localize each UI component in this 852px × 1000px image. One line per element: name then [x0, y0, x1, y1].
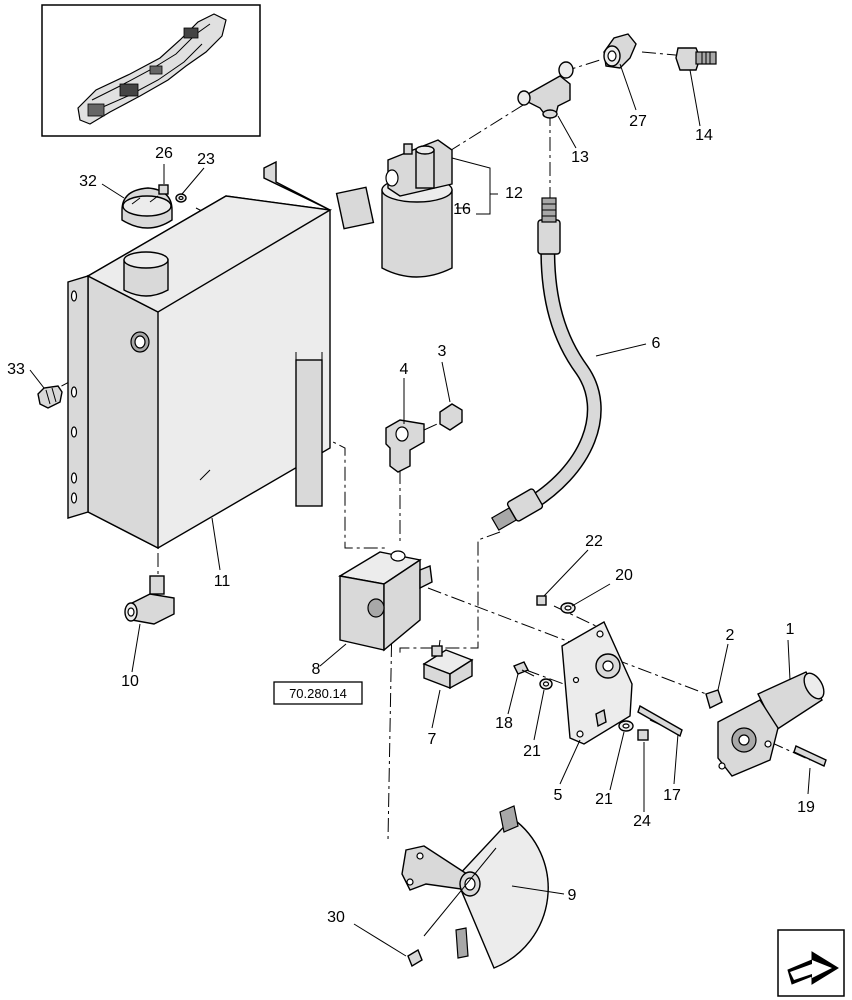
tee-fitting-4 [385, 419, 425, 473]
pin-30 [407, 948, 423, 968]
callout-26: 26 [155, 145, 173, 162]
sector-9 [401, 805, 549, 969]
callout-23: 23 [197, 151, 215, 168]
callout-12: 12 [505, 185, 523, 202]
bolt-19 [793, 745, 827, 767]
callout-6: 6 [652, 335, 661, 352]
callout-13: 13 [571, 149, 589, 166]
arrow-icon[interactable] [777, 929, 845, 997]
callout-5: 5 [554, 787, 563, 804]
callout-10: 10 [121, 673, 139, 690]
nut-24 [637, 729, 649, 741]
callout-24: 24 [633, 813, 651, 830]
callout-22: 22 [585, 533, 603, 550]
washer-21-upper [539, 678, 553, 690]
callout-20: 20 [615, 567, 633, 584]
bolt-18 [513, 661, 535, 677]
motor-1 [717, 671, 825, 777]
nut-26 [158, 184, 169, 195]
callout-11: 11 [214, 573, 231, 590]
solenoid-7 [422, 645, 474, 690]
filler-cap [121, 187, 173, 297]
tee-fitting-13 [517, 61, 574, 119]
machine-locator-icon [41, 4, 261, 137]
plug-33 [37, 385, 63, 409]
callout-9: 9 [568, 887, 577, 904]
bracket-5 [561, 621, 633, 745]
callout-7: 7 [428, 731, 437, 748]
callout-32: 32 [79, 173, 97, 190]
callout-30: 30 [327, 909, 345, 926]
callout-21-lower: 21 [595, 791, 613, 808]
washer-23 [175, 193, 187, 203]
washer-21-lower [618, 720, 634, 732]
callout-14: 14 [695, 127, 713, 144]
callout-19: 19 [797, 799, 815, 816]
callout-8: 8 [312, 661, 321, 678]
callout-21-upper: 21 [523, 743, 541, 760]
reference-label: 70.280.14 [289, 686, 347, 701]
elbow-27 [603, 33, 637, 69]
callout-1: 1 [786, 621, 795, 638]
callouts: 1 2 3 4 5 6 7 8 9 10 11 12 13 14 16 17 1… [7, 113, 815, 926]
bolt-17 [637, 704, 683, 738]
filter-assembly [335, 139, 453, 278]
callout-4: 4 [400, 361, 409, 378]
callout-33: 33 [7, 361, 25, 378]
reference-box[interactable]: 70.280.14 [273, 681, 363, 705]
callout-16: 16 [453, 201, 471, 218]
callout-18: 18 [495, 715, 513, 732]
nut-22 [536, 595, 547, 606]
callout-leaders [29, 63, 811, 957]
hose-6 [491, 197, 602, 531]
fitting-10 [124, 575, 175, 625]
fitting-14 [675, 47, 717, 71]
hydraulic-tank [67, 160, 333, 550]
callout-17: 17 [663, 787, 681, 804]
spacer-2 [705, 689, 723, 710]
valve-block-8 [338, 550, 433, 652]
callout-3: 3 [438, 343, 447, 360]
callout-27: 27 [629, 113, 647, 130]
fitting-3 [439, 403, 463, 431]
callout-2: 2 [726, 627, 735, 644]
washer-20 [560, 602, 576, 614]
